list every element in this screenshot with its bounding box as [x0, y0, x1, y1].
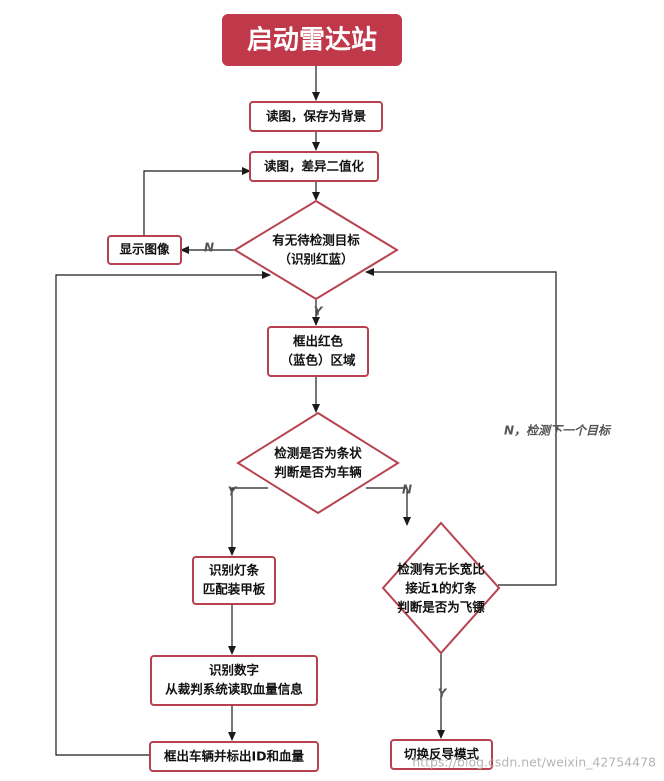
decision-has-target: 有无待检测目标 （识别红蓝） [233, 199, 399, 301]
node-read-background-label: 读图，保存为背景 [266, 109, 367, 124]
decision-check-ratio-line1: 检测有无长宽比 [397, 562, 485, 577]
node-frame-region: 框出红色 （蓝色）区域 [267, 326, 369, 377]
decision-is-strip-line2: 判断是否为车辆 [274, 465, 362, 480]
edge-label-dart-no: N，检测下一个目标 [504, 424, 612, 438]
node-match-armor-line2: 匹配装甲板 [203, 582, 266, 597]
edge-label-no-target: N [204, 241, 214, 255]
node-recognize-number-line1: 识别数字 [209, 663, 259, 678]
edge-show-loop-back [143, 167, 251, 236]
node-frame-vehicle-label: 框出车辆并标出ID和血量 [164, 749, 305, 764]
node-read-diff-label: 读图，差异二值化 [264, 159, 365, 174]
node-frame-region-line2: （蓝色）区域 [280, 353, 356, 368]
edge-dart-no-loop-back [365, 268, 557, 586]
start-node: 启动雷达站 [222, 14, 402, 66]
decision-check-ratio-line2: 接近1的灯条 [405, 581, 477, 596]
decision-check-ratio: 检测有无长宽比 接近1的灯条 判断是否为飞镖 [381, 521, 501, 655]
node-read-diff: 读图，差异二值化 [249, 151, 379, 182]
node-recognize-number-line2: 从裁判系统读取血量信息 [165, 682, 303, 697]
edge-label-dart-yes: Y [438, 687, 448, 701]
decision-is-strip-line1: 检测是否为条状 [274, 446, 362, 461]
decision-check-ratio-line3: 判断是否为飞镖 [397, 600, 485, 615]
edge-label-yes-target: Y [314, 305, 324, 319]
edge-vehicle-loop-back [55, 271, 271, 756]
decision-is-strip: 检测是否为条状 判断是否为车辆 [236, 411, 400, 515]
node-recognize-number: 识别数字 从裁判系统读取血量信息 [150, 655, 318, 706]
node-show-image-label: 显示图像 [119, 242, 170, 257]
node-match-armor-line1: 识别灯条 [209, 563, 260, 578]
start-label: 启动雷达站 [247, 25, 377, 56]
decision-has-target-line2: （识别红蓝） [278, 252, 353, 267]
node-switch-mode-label: 切换反导模式 [404, 747, 480, 762]
edge-label-strip-no: N [402, 483, 412, 497]
decision-has-target-line1: 有无待检测目标 [272, 233, 360, 248]
edge-label-strip-yes: Y [228, 485, 238, 499]
connectors [55, 66, 557, 756]
node-switch-mode: 切换反导模式 [390, 739, 493, 770]
watermark: https://blog.csdn.net/weixin_42754478 [412, 755, 656, 770]
node-read-background: 读图，保存为背景 [249, 101, 383, 132]
node-match-armor: 识别灯条 匹配装甲板 [192, 556, 276, 605]
edge-strip-no [366, 487, 411, 526]
node-show-image: 显示图像 [107, 235, 182, 265]
node-frame-region-line1: 框出红色 [293, 334, 344, 349]
node-frame-vehicle: 框出车辆并标出ID和血量 [149, 741, 319, 772]
edge-strip-yes [228, 487, 268, 556]
